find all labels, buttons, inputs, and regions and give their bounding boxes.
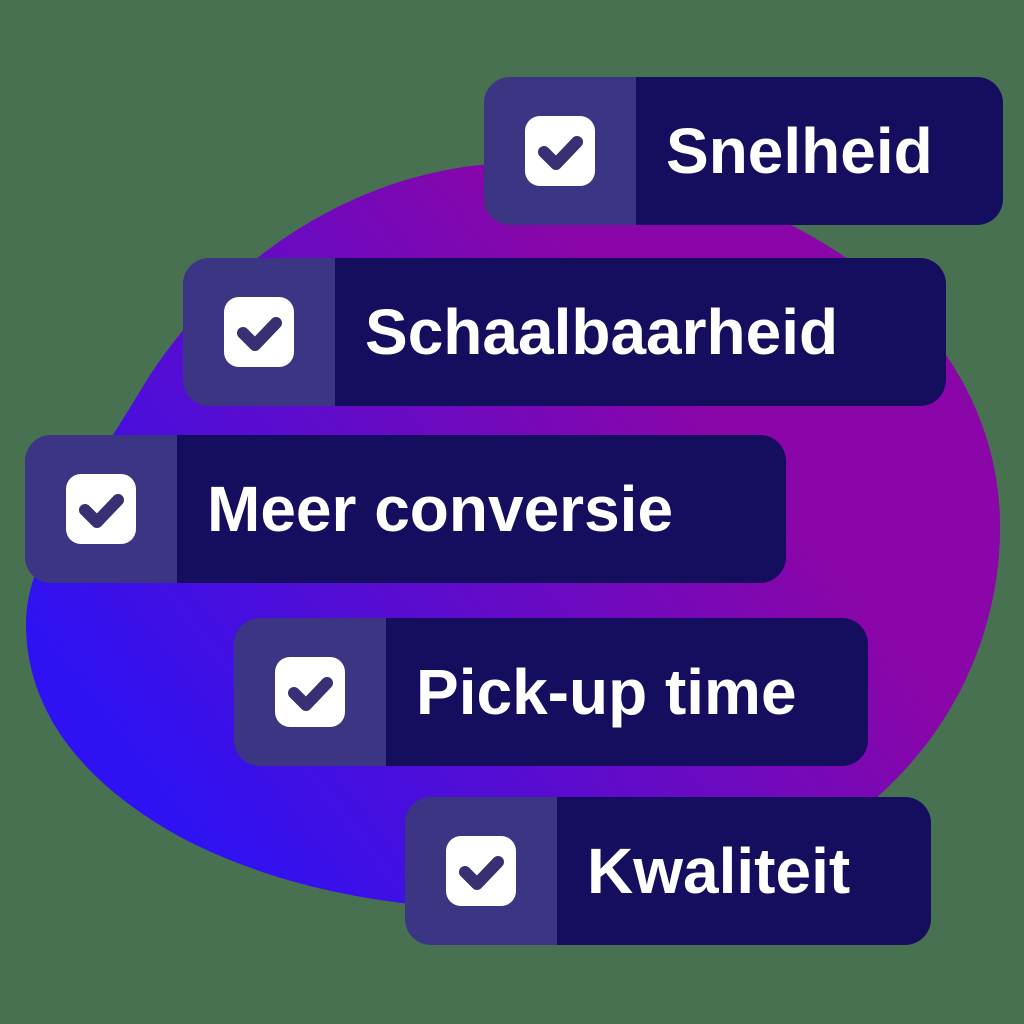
checklist-item-label: Schaalbaarheid: [365, 296, 839, 368]
label-section: Schaalbaarheid: [335, 258, 946, 406]
label-section: Snelheid: [636, 77, 1003, 225]
checklist-item-label: Snelheid: [666, 115, 933, 187]
checkbox-checked-icon: [275, 657, 345, 727]
checkbox-checked-icon: [525, 116, 595, 186]
checkbox-section: [234, 618, 386, 766]
checkbox-checked-icon: [224, 297, 294, 367]
checklist-item-meer-conversie: Meer conversie: [25, 435, 786, 583]
checkbox-section: [25, 435, 177, 583]
label-section: Kwaliteit: [557, 797, 931, 945]
label-section: Pick-up time: [386, 618, 868, 766]
checklist-item-pick-up-time: Pick-up time: [234, 618, 868, 766]
checklist-item-kwaliteit: Kwaliteit: [405, 797, 931, 945]
checkbox-checked-icon: [66, 474, 136, 544]
checkbox-section: [183, 258, 335, 406]
checklist-item-schaalbaarheid: Schaalbaarheid: [183, 258, 946, 406]
checkbox-section: [484, 77, 636, 225]
label-section: Meer conversie: [177, 435, 786, 583]
checklist-item-snelheid: Snelheid: [484, 77, 1003, 225]
checklist-item-label: Pick-up time: [416, 656, 797, 728]
checklist-item-label: Kwaliteit: [587, 835, 851, 907]
checkbox-section: [405, 797, 557, 945]
checkbox-checked-icon: [446, 836, 516, 906]
checklist-item-label: Meer conversie: [207, 473, 674, 545]
